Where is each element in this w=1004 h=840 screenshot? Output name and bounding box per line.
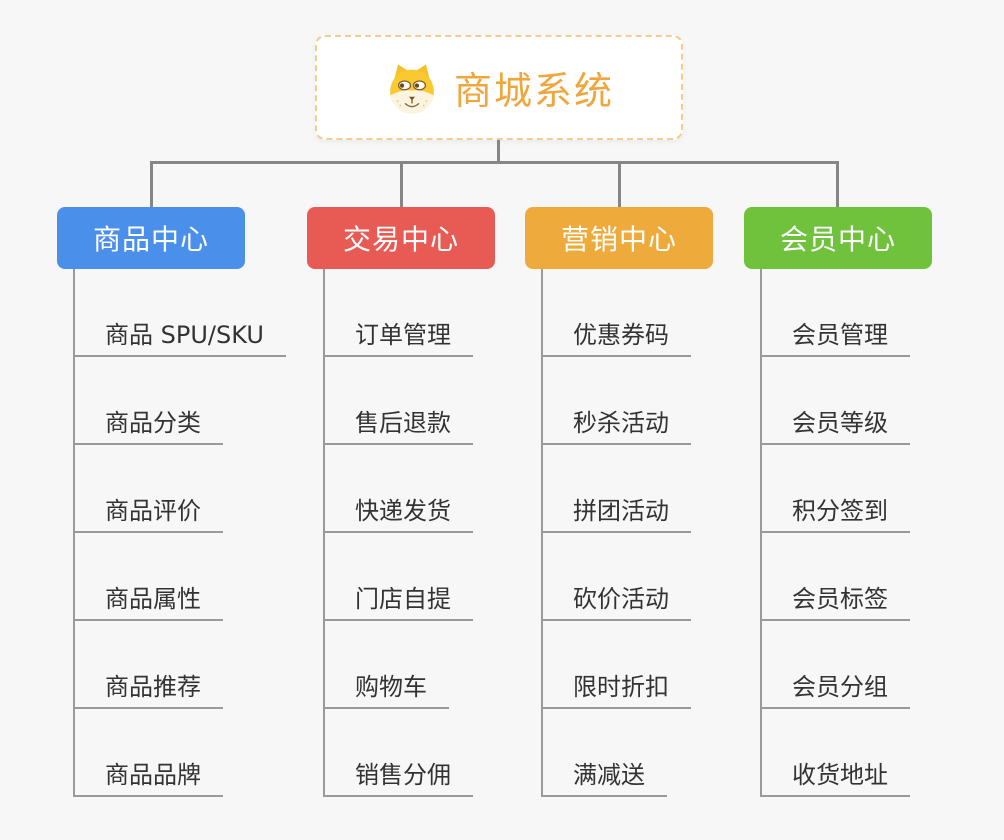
branch-head-product-center[interactable]: 商品中心	[57, 207, 245, 269]
child-topic[interactable]: 售后退款	[325, 357, 473, 445]
child-topic[interactable]: 订单管理	[325, 269, 473, 357]
branch-head-member-center[interactable]: 会员中心	[744, 207, 932, 269]
connector-root-stub	[497, 140, 500, 164]
branch-children-list: 优惠券码 秒杀活动 拼团活动 砍价活动 限时折扣 满减送	[541, 269, 691, 797]
branch-head-marketing-center[interactable]: 营销中心	[525, 207, 713, 269]
connector-branch-stub	[618, 161, 621, 207]
child-topic[interactable]: 会员标签	[762, 533, 910, 621]
child-topic[interactable]: 商品分类	[75, 357, 223, 445]
child-topic[interactable]: 限时折扣	[543, 621, 691, 709]
connector-branch-stub	[400, 161, 403, 207]
child-topic[interactable]: 商品品牌	[75, 709, 223, 797]
child-topic[interactable]: 积分签到	[762, 445, 910, 533]
branch-head-trade-center[interactable]: 交易中心	[307, 207, 495, 269]
child-topic[interactable]: 快递发货	[325, 445, 473, 533]
child-topic[interactable]: 销售分佣	[325, 709, 473, 797]
child-topic[interactable]: 门店自提	[325, 533, 473, 621]
child-topic[interactable]: 购物车	[325, 621, 449, 709]
child-topic[interactable]: 商品评价	[75, 445, 223, 533]
root-title: 商城系统	[453, 69, 614, 113]
child-topic[interactable]: 商品属性	[75, 533, 223, 621]
branch-marketing-center: 营销中心 优惠券码 秒杀活动 拼团活动 砍价活动 限时折扣 满减送	[525, 207, 713, 797]
root-node[interactable]: 商城系统	[315, 35, 683, 140]
child-topic[interactable]: 砍价活动	[543, 533, 691, 621]
branch-member-center: 会员中心 会员管理 会员等级 积分签到 会员标签 会员分组 收货地址	[744, 207, 932, 797]
connector-branch-stub	[836, 161, 839, 207]
child-topic[interactable]: 商品 SPU/SKU	[75, 269, 286, 357]
connector-branch-stub	[150, 161, 153, 207]
child-topic[interactable]: 拼团活动	[543, 445, 691, 533]
child-topic[interactable]: 优惠券码	[543, 269, 691, 357]
child-topic[interactable]: 收货地址	[762, 709, 910, 797]
branch-children-list: 订单管理 售后退款 快递发货 门店自提 购物车 销售分佣	[323, 269, 473, 797]
branch-children-list: 会员管理 会员等级 积分签到 会员标签 会员分组 收货地址	[760, 269, 910, 797]
connector-horizontal-bar	[150, 161, 839, 164]
child-topic[interactable]: 满减送	[543, 709, 667, 797]
shiba-dog-icon	[384, 61, 440, 115]
branch-trade-center: 交易中心 订单管理 售后退款 快递发货 门店自提 购物车 销售分佣	[307, 207, 495, 797]
child-topic[interactable]: 商品推荐	[75, 621, 223, 709]
child-topic[interactable]: 会员分组	[762, 621, 910, 709]
child-topic[interactable]: 秒杀活动	[543, 357, 691, 445]
child-topic[interactable]: 会员等级	[762, 357, 910, 445]
branch-product-center: 商品中心 商品 SPU/SKU 商品分类 商品评价 商品属性 商品推荐 商品品牌	[57, 207, 286, 797]
child-topic[interactable]: 会员管理	[762, 269, 910, 357]
branch-children-list: 商品 SPU/SKU 商品分类 商品评价 商品属性 商品推荐 商品品牌	[73, 269, 286, 797]
